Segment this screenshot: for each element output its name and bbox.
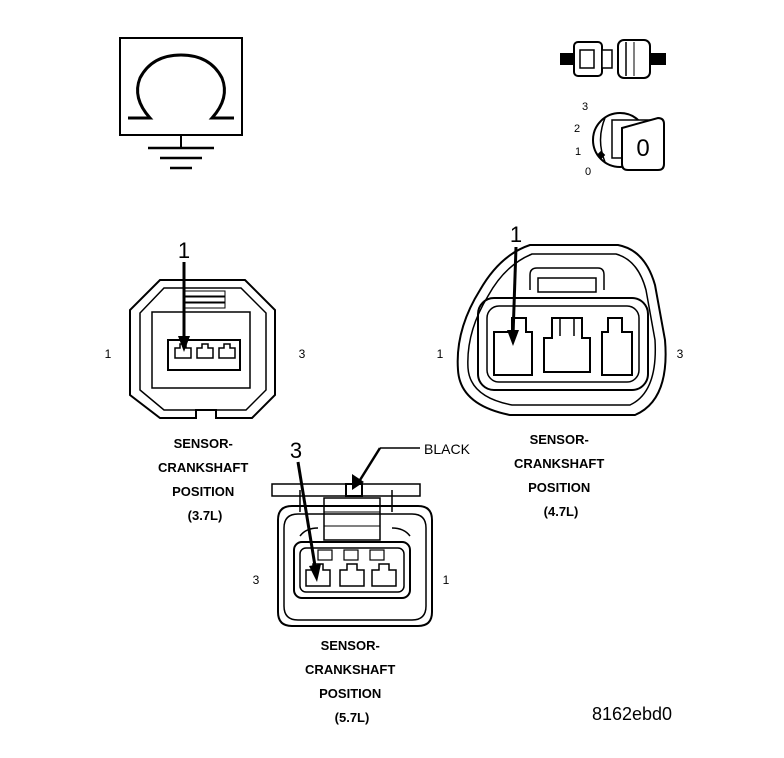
disconnect-connector-icon — [560, 39, 666, 79]
connector-4-7l-pin-left: 1 — [437, 347, 444, 361]
connector-5-7l-color-callout: BLACK — [424, 441, 471, 457]
ignition-switch-icon: 0 3 2 1 0 — [574, 101, 665, 178]
connector-3-7l-pin-left: 1 — [105, 347, 112, 361]
connector-3-7l: 1 1 3 SENSOR- CRANKSHAFT POSITION (3.7L) — [105, 238, 306, 523]
connector-3-7l-pin-right: 3 — [299, 347, 306, 361]
connector-3-7l-label: SENSOR- CRANKSHAFT POSITION (3.7L) — [158, 436, 252, 523]
connector-4-7l-label: SENSOR- CRANKSHAFT POSITION (4.7L) — [514, 432, 608, 519]
figure-reference: 8162ebd0 — [592, 704, 672, 724]
switch-position-3: 3 — [582, 101, 588, 113]
connector-5-7l-label: SENSOR- CRANKSHAFT POSITION (5.7L) — [305, 638, 399, 725]
ohmmeter-icon — [119, 37, 243, 170]
connector-3-7l-callout: 1 — [178, 238, 190, 263]
connector-4-7l: 1 1 3 SENSOR- CRANKSHAFT POSITION (4.7L) — [437, 222, 684, 519]
connector-5-7l-pin-left: 3 — [253, 573, 260, 587]
switch-position-0: 0 — [585, 166, 591, 178]
connector-4-7l-callout: 1 — [510, 222, 522, 247]
connector-5-7l: 3 BLACK 3 1 SENSOR- CRANKSHAFT POSITION … — [253, 438, 471, 725]
switch-position-1: 1 — [575, 146, 581, 158]
switch-position-2: 2 — [574, 123, 580, 135]
connector-4-7l-pin-right: 3 — [677, 347, 684, 361]
connector-5-7l-pin-right: 1 — [443, 573, 450, 587]
connector-5-7l-callout: 3 — [290, 438, 302, 463]
key-position-label: 0 — [636, 135, 649, 162]
